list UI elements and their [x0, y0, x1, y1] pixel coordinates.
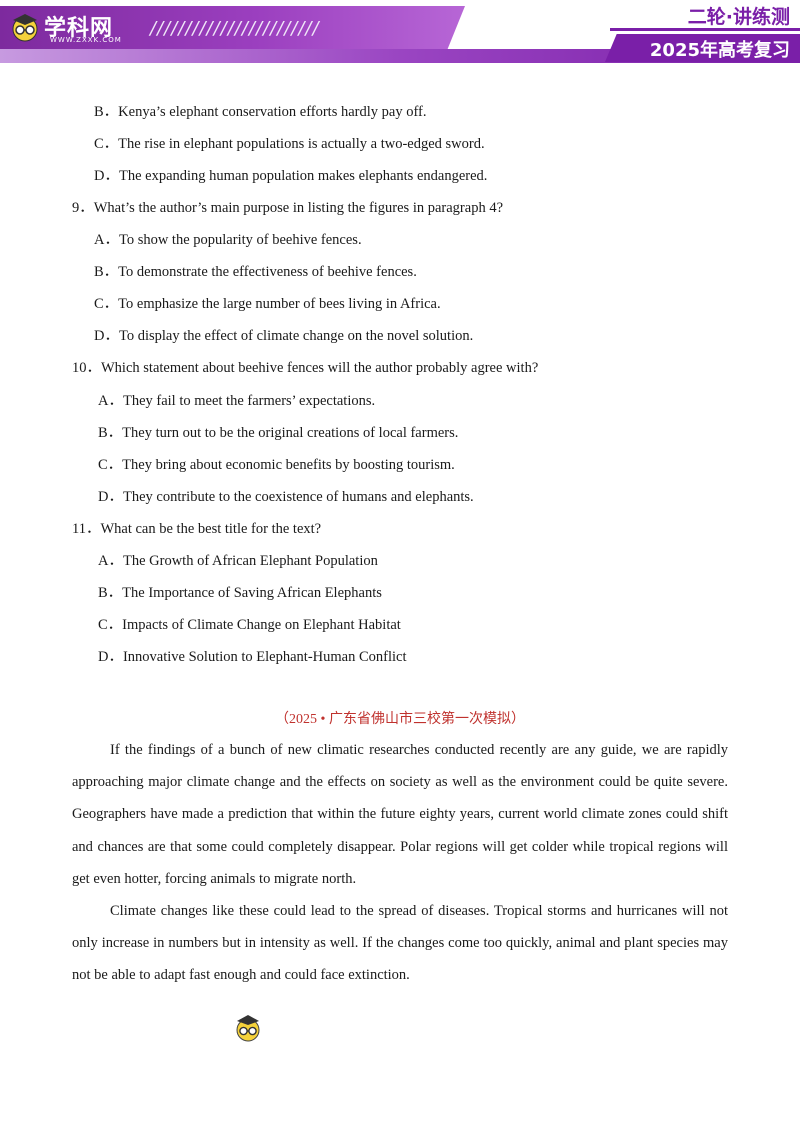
logo-text: 学科网 — [44, 16, 114, 41]
q9-option-b: B．To demonstrate the effectiveness of be… — [94, 264, 417, 280]
passage-paragraph-1: If the findings of a bunch of new climat… — [72, 742, 728, 887]
q10-option-c: C．They bring about economic benefits by … — [98, 457, 455, 473]
q10-option-d: D．They contribute to the coexistence of … — [98, 489, 474, 505]
q11-option-d: D．Innovative Solution to Elephant-Human … — [98, 649, 407, 665]
q8-option-c: C．The rise in elephant populations is ac… — [94, 136, 485, 152]
passage-paragraph-2: Climate changes like these could lead to… — [72, 903, 728, 984]
q11-option-a: A．The Growth of African Elephant Populat… — [98, 553, 378, 569]
q9-option-c: C．To emphasize the large number of bees … — [94, 296, 441, 312]
q9-stem: 9．What’s the author’s main purpose in li… — [72, 200, 504, 216]
header-right-block — [605, 34, 800, 62]
passage-source: （2025 • 广东省佛山市三校第一次模拟） — [275, 712, 525, 727]
q10-stem: 10．Which statement about beehive fences … — [72, 360, 539, 376]
q11-option-c: C．Impacts of Climate Change on Elephant … — [98, 617, 401, 633]
q9-option-d: D．To display the effect of climate chang… — [94, 328, 474, 344]
q11-option-b: B．The Importance of Saving African Eleph… — [98, 585, 382, 601]
q10-option-a: A．They fail to meet the farmers’ expecta… — [98, 393, 376, 409]
q8-option-b: B．Kenya’s elephant conservation efforts … — [94, 104, 427, 120]
q11-stem: 11．What can be the best title for the te… — [72, 521, 322, 537]
q10-option-b: B．They turn out to be the original creat… — [98, 425, 459, 441]
header-purple-band — [0, 6, 465, 52]
series-title: 二轮·讲练测 — [687, 6, 790, 28]
header-bottom-band — [0, 49, 800, 63]
header-stripes: //////////////////////// — [150, 18, 320, 39]
logo-url: WWW.ZXXK.COM — [50, 36, 122, 44]
header-right-line — [610, 28, 800, 31]
logo-face-icon — [12, 14, 38, 42]
year-title: 2025年高考复习 — [649, 40, 790, 61]
mascot-icon — [236, 1015, 260, 1042]
page-header: 学科网 WWW.ZXXK.COM ///////////////////////… — [0, 0, 800, 64]
q9-option-a: A．To show the popularity of beehive fenc… — [94, 232, 362, 248]
q8-option-d: D．The expanding human population makes e… — [94, 168, 488, 184]
